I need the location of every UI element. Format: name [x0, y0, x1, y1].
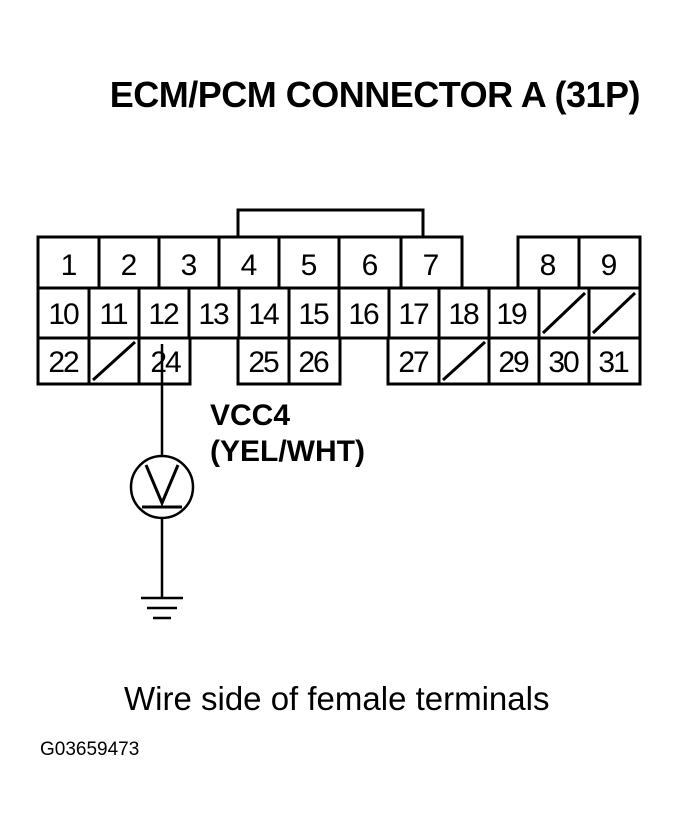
pin-1: 1	[61, 249, 78, 282]
voltmeter-icon	[129, 454, 195, 520]
pin-13: 13	[198, 298, 229, 331]
pin-10: 10	[48, 298, 79, 331]
pin-30: 30	[548, 346, 579, 379]
empty-cavity-mark	[91, 340, 137, 382]
wire-color: (YEL/WHT)	[210, 435, 365, 468]
empty-cavity-mark	[541, 291, 587, 335]
pin-15: 15	[298, 298, 329, 331]
pin-12: 12	[148, 298, 179, 331]
pin-25: 25	[248, 346, 279, 379]
pin-19: 19	[496, 298, 527, 331]
diagram-title: ECM/PCM CONNECTOR A (31P)	[109, 74, 641, 115]
diagram-caption: Wire side of female terminals	[124, 680, 550, 717]
pin-27: 27	[398, 346, 429, 379]
connector-key-tab	[236, 208, 425, 237]
pin-29: 29	[498, 346, 529, 379]
signal-name: VCC4	[210, 399, 291, 432]
pin-24: 24	[150, 346, 181, 379]
pin-9: 9	[601, 249, 618, 282]
pin-14: 14	[248, 298, 279, 331]
pin-4: 4	[241, 249, 258, 282]
pin-17: 17	[398, 298, 429, 331]
pin-5: 5	[301, 249, 318, 282]
pin-26: 26	[298, 346, 329, 379]
pin-6: 6	[362, 249, 379, 282]
pin-3: 3	[181, 249, 198, 282]
pin-31: 31	[598, 346, 629, 379]
empty-cavity-mark	[441, 340, 487, 382]
pin-22: 22	[48, 346, 79, 379]
signal-label: VCC4 (YEL/WHT)	[210, 398, 365, 470]
pin-11: 11	[99, 298, 127, 331]
pin-18: 18	[448, 298, 479, 331]
ground-icon	[141, 596, 183, 620]
pin-16: 16	[348, 298, 379, 331]
pin-8: 8	[540, 249, 557, 282]
pin-7: 7	[423, 249, 440, 282]
empty-cavity-mark	[591, 291, 637, 335]
figure-code: G03659473	[40, 739, 140, 760]
pin-2: 2	[121, 249, 138, 282]
